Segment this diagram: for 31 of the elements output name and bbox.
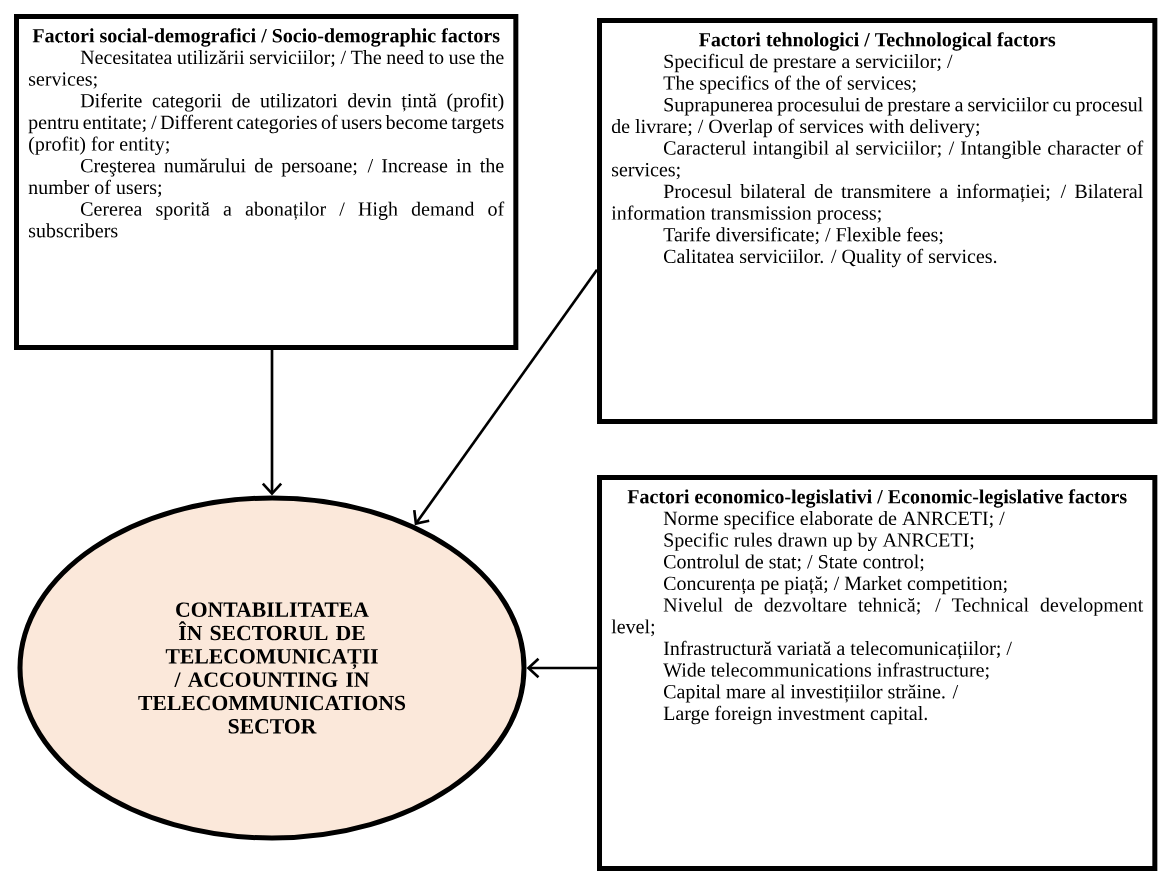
factor-box — [597, 18, 1158, 424]
list-item: Creşterea numărului de persoane; / Increase in the number of users; — [28, 158, 504, 197]
list-item: Nivelul de dezvoltare tehnică; / Technical development level; — [611, 597, 1144, 637]
list-item: Norme specifice elaborate de ANRCETI; / — [663, 510, 1005, 530]
list-item: Controlul de stat; / State control; — [664, 554, 924, 572]
arrow — [261, 350, 283, 496]
list-item: Cererea sporită a abonaților / High demand of subscribers — [29, 201, 505, 238]
factor-box — [14, 14, 519, 350]
list-item: Specificul de prestare a serviciilor; / — [664, 53, 953, 73]
factor-box — [597, 475, 1158, 871]
arrow — [412, 268, 599, 526]
list-item: Infrastructură variată a telecomunicațiilor; / — [663, 640, 1012, 660]
list-item: Necesitatea utilizării serviciilor; / The need to use the services; — [29, 50, 504, 89]
list-item: Specific rules drawn up by ANRCETI; — [664, 532, 974, 551]
list-item: The specifics of the of services; — [663, 75, 916, 94]
ellipse-label: CONTABILITATEA ÎN SECTORUL DE TELECOMUNICAȚII / ACCOUNTING IN TELECOMMUNICATIONS SECTOR — [138, 602, 406, 734]
central-ellipse — [17, 495, 527, 841]
list-item: Large foreign investment capital. — [663, 705, 927, 725]
list-item: Concurența pe piață; / Market competition; — [664, 576, 1007, 595]
box-heading: Factori tehnologici / Technological factors — [699, 32, 1056, 51]
list-item: Capital mare al investițiilor străine. / — [664, 684, 959, 703]
list-item: Tarife diversificate; / Flexible fees; — [663, 227, 943, 245]
list-item: Procesul bilateral de transmitere a informației; / Bilateral information transmission process; — [611, 183, 1143, 224]
list-item: Calitatea serviciilor. / Quality of services. — [664, 248, 997, 268]
list-item: Suprapunerea procesului de prestare a serviciilor cu procesul de livrare; / Overlap of services with delivery; — [611, 97, 1143, 138]
list-item: Caracterul intangibil al serviciilor; / Intangible character of services; — [612, 140, 1144, 180]
box-heading: Factori social-demografici / Socio-demographic factors — [32, 28, 500, 47]
arrow — [526, 657, 597, 679]
box-heading: Factori economico-legislativi / Economic-legislative factors — [627, 489, 1127, 508]
list-item: Wide telecommunications infrastructure; — [663, 662, 989, 680]
list-item: Diferite categorii de utilizatori devin țintă (profit) pentru entitate; / Different categories of users become targets (profit) for entity; — [28, 93, 504, 155]
